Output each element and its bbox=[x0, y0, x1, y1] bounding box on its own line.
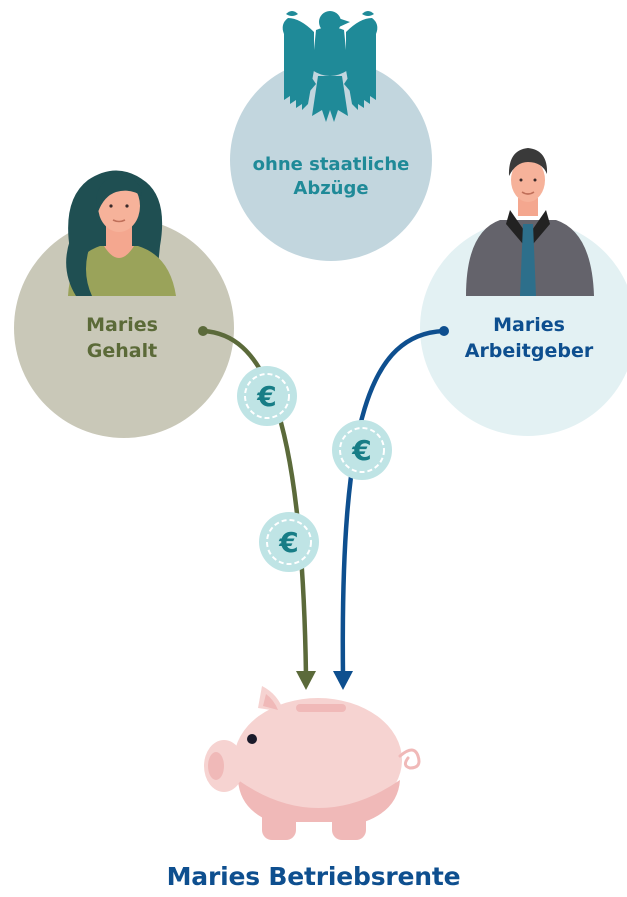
piggy-bank-icon bbox=[204, 686, 421, 840]
coin-2: € bbox=[332, 420, 392, 480]
state-label-line1: ohne staatliche bbox=[253, 154, 410, 175]
salary-node: Maries Gehalt bbox=[14, 170, 234, 438]
salary-label-line2: Gehalt bbox=[87, 340, 157, 362]
employer-label-line2: Arbeitgeber bbox=[465, 340, 594, 362]
euro-icon: € bbox=[351, 434, 371, 467]
eagle-icon bbox=[282, 11, 378, 122]
employer-arrow bbox=[333, 326, 449, 690]
coin-1: € bbox=[237, 366, 297, 426]
man-avatar bbox=[466, 148, 594, 296]
state-label-line2: Abzüge bbox=[293, 178, 368, 199]
state-circle bbox=[230, 59, 432, 261]
pension-label: Maries Betriebsrente bbox=[166, 862, 461, 891]
salary-label-line1: Maries bbox=[86, 314, 158, 336]
state-node: ohne staatliche Abzüge bbox=[230, 11, 432, 261]
euro-icon: € bbox=[278, 526, 298, 559]
euro-icon: € bbox=[256, 380, 276, 413]
coin-3: € bbox=[259, 512, 319, 572]
employer-label-line1: Maries bbox=[493, 314, 565, 336]
woman-avatar bbox=[66, 170, 176, 296]
employer-node: Maries Arbeitgeber bbox=[420, 148, 627, 436]
